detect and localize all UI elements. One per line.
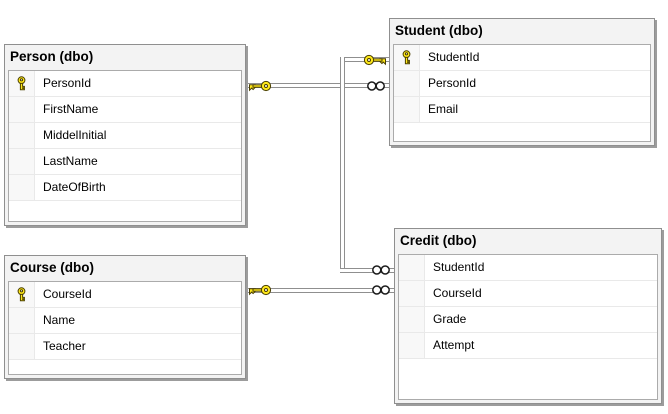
column-name: CourseId: [433, 286, 482, 300]
table-row[interactable]: FirstName: [9, 97, 241, 123]
pk-cell: [394, 97, 420, 122]
column-name: Name: [43, 313, 76, 327]
pk-cell: [399, 255, 425, 280]
table-row[interactable]: Name: [9, 308, 241, 334]
column-name: StudentId: [433, 260, 485, 274]
table-row[interactable]: Grade: [399, 307, 657, 333]
table-course-title[interactable]: Course (dbo): [10, 260, 94, 275]
table-credit[interactable]: Credit (dbo) StudentId CourseId Grade At…: [394, 228, 662, 404]
table-student-title[interactable]: Student (dbo): [395, 23, 483, 38]
pk-cell: [9, 308, 35, 333]
table-row[interactable]: Attempt: [399, 333, 657, 359]
table-row[interactable]: CourseId: [399, 281, 657, 307]
column-name: MiddelInitial: [43, 128, 107, 142]
table-row[interactable]: CourseId: [9, 282, 241, 308]
table-row[interactable]: Teacher: [9, 334, 241, 360]
pk-cell: [394, 45, 420, 70]
table-row[interactable]: LastName: [9, 149, 241, 175]
pk-cell: [9, 175, 35, 200]
table-row[interactable]: PersonId: [9, 71, 241, 97]
table-student-columns: StudentId PersonId Email: [393, 44, 651, 142]
table-credit-title[interactable]: Credit (dbo): [400, 233, 477, 248]
table-row[interactable]: StudentId: [399, 255, 657, 281]
column-name: FirstName: [43, 102, 99, 116]
table-row[interactable]: MiddelInitial: [9, 123, 241, 149]
column-name: PersonId: [43, 76, 92, 90]
column-name: PersonId: [428, 76, 477, 90]
person-student-key-icon[interactable]: [247, 80, 273, 92]
table-course[interactable]: Course (dbo) CourseId Name Teacher: [4, 255, 246, 379]
table-row[interactable]: StudentId: [394, 45, 650, 71]
pk-cell: [9, 282, 35, 307]
table-course-columns: CourseId Name Teacher: [8, 281, 242, 375]
table-row[interactable]: Email: [394, 97, 650, 123]
primary-key-icon: [17, 76, 26, 91]
table-person-columns: PersonId FirstName MiddelInitial LastNam…: [8, 70, 242, 222]
table-person-title[interactable]: Person (dbo): [10, 49, 94, 64]
pk-cell: [9, 71, 35, 96]
column-name: DateOfBirth: [43, 180, 106, 194]
pk-cell: [394, 71, 420, 96]
course-credit-infinity-icon[interactable]: [370, 284, 392, 296]
column-name: CourseId: [43, 287, 92, 301]
table-student[interactable]: Student (dbo) StudentId PersonId Email: [389, 18, 655, 146]
table-row[interactable]: PersonId: [394, 71, 650, 97]
column-name: Attempt: [433, 338, 475, 352]
column-name: Teacher: [43, 339, 86, 353]
pk-cell: [399, 281, 425, 306]
column-name: StudentId: [428, 50, 480, 64]
pk-cell: [9, 149, 35, 174]
pk-cell: [9, 97, 35, 122]
relationship-course-credit-line[interactable]: [246, 288, 394, 293]
person-student-infinity-icon[interactable]: [365, 80, 387, 92]
pk-cell: [9, 123, 35, 148]
primary-key-icon: [402, 50, 411, 65]
pk-cell: [399, 333, 425, 358]
relationship-student-credit-line-vertical[interactable]: [340, 57, 345, 273]
primary-key-icon: [17, 287, 26, 302]
table-row[interactable]: DateOfBirth: [9, 175, 241, 201]
student-credit-key-icon[interactable]: [362, 54, 388, 66]
pk-cell: [399, 307, 425, 332]
student-credit-infinity-icon[interactable]: [370, 264, 392, 276]
relationship-person-student-line[interactable]: [246, 83, 389, 88]
pk-cell: [9, 334, 35, 359]
relationship-student-credit-line-bottom[interactable]: [340, 268, 394, 273]
course-credit-key-icon[interactable]: [247, 284, 273, 296]
table-person[interactable]: Person (dbo) PersonId FirstName MiddelIn…: [4, 44, 246, 226]
column-name: Grade: [433, 312, 467, 326]
column-name: LastName: [43, 154, 98, 168]
table-credit-columns: StudentId CourseId Grade Attempt: [398, 254, 658, 400]
column-name: Email: [428, 102, 459, 116]
